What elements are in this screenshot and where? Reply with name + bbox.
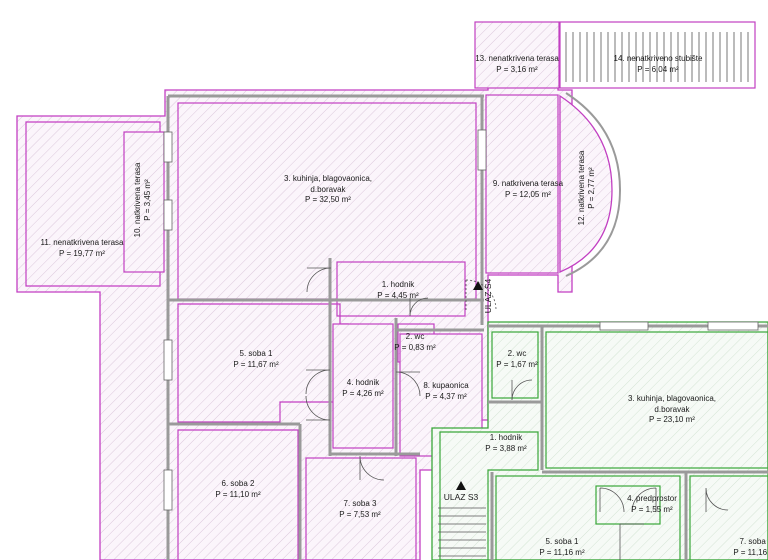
area-room-5: P = 11,67 m² — [233, 360, 279, 369]
stair-treads — [565, 32, 749, 82]
label-room-7: 7. soba 3 — [344, 499, 377, 508]
area-room-11: P = 19,77 m² — [59, 249, 105, 258]
room-9-outline — [485, 94, 559, 274]
room-b3-outline — [545, 331, 768, 469]
room-b2-outline — [491, 331, 539, 399]
area-room-3: P = 32,50 m² — [305, 195, 351, 204]
room-b1-outline — [439, 431, 539, 560]
doors-a — [305, 267, 497, 481]
room-4-outline — [332, 323, 394, 449]
windows-b — [599, 321, 759, 331]
room-b7-outline — [689, 475, 768, 560]
area-room-14: P = 6,04 m² — [637, 65, 679, 74]
area-room-7: P = 7,53 m² — [339, 510, 381, 519]
label-room-13: 13. nenatkrivena terasa — [475, 54, 559, 63]
area-room-12: P = 2,77 m² — [587, 167, 596, 209]
room-6-outline — [177, 429, 299, 560]
label-room-b3-line1: 3. kuhinja, blagovaonica, — [628, 394, 716, 403]
area-room-b3: P = 23,10 m² — [649, 415, 695, 424]
area-room-9: P = 12,05 m² — [505, 190, 551, 199]
entrance-label-s3: ULAZ S3 — [444, 492, 479, 502]
unit-b-plan — [431, 321, 768, 560]
area-room-4: P = 4,26 m² — [342, 389, 384, 398]
label-room-b5: 5. soba 1 — [546, 537, 579, 546]
label-room-b3-line2: d.boravak — [654, 405, 690, 414]
windows-a — [163, 129, 487, 511]
arc-wall — [565, 92, 622, 277]
entry-arrow-s3 — [456, 481, 466, 490]
label-room-b7: 7. soba 2 — [740, 537, 768, 546]
label-room-b4: 4. predprostor — [627, 494, 677, 503]
room-14-outline — [559, 21, 756, 89]
label-room-8: 8. kupaonica — [423, 381, 469, 390]
area-room-10: P = 3,45 m² — [143, 179, 152, 221]
label-room-b1: 1. hodnik — [490, 433, 523, 442]
area-room-1: P = 4,45 m² — [377, 291, 419, 300]
area-room-b5: P = 11,16 m² — [539, 548, 585, 557]
walls-b — [488, 324, 768, 560]
label-room-3-line1: 3. kuhinja, blagovaonica, — [284, 174, 372, 183]
doors-b — [511, 379, 729, 560]
area-room-b7: P = 11,16 m² — [733, 548, 768, 557]
entry-stair-b — [438, 507, 486, 557]
room-b5-outline — [495, 475, 681, 560]
area-room-8: P = 4,37 m² — [425, 392, 467, 401]
label-room-1: 1. hodnik — [382, 280, 415, 289]
room-10-outline — [123, 131, 165, 273]
label-room-9: 9. natkrivena terasa — [493, 179, 564, 188]
room-11-outline — [25, 121, 161, 287]
area-room-b2: P = 1,67 m² — [496, 360, 538, 369]
area-room-b4: P = 1,55 m² — [631, 505, 673, 514]
area-room-b1: P = 3,88 m² — [485, 444, 527, 453]
area-room-2: P = 0,83 m² — [394, 343, 436, 352]
label-room-5: 5. soba 1 — [240, 349, 273, 358]
label-room-3-line2: d.boravak — [310, 185, 346, 194]
label-room-2: 2. wc — [406, 332, 425, 341]
room-12-outline — [559, 94, 613, 273]
label-room-4: 4. hodnik — [347, 378, 380, 387]
entrance-label-s4: ULAZ S4 — [483, 278, 493, 313]
label-room-14: 14. nenatkriveno stubište — [614, 54, 703, 63]
label-room-10: 10. natkrivena terasa — [133, 162, 142, 237]
unit-b-outline — [431, 321, 768, 560]
area-room-13: P = 3,16 m² — [496, 65, 538, 74]
room-1-outline — [336, 261, 466, 317]
label-room-11: 11. nenatkrivena terasa — [40, 238, 124, 247]
unit-a-plan — [16, 21, 756, 560]
room-13-outline — [474, 21, 560, 89]
room-7-outline — [305, 457, 417, 560]
label-room-6: 6. soba 2 — [222, 479, 255, 488]
area-room-6: P = 11,10 m² — [215, 490, 261, 499]
entry-arrow-s4 — [473, 281, 483, 290]
label-room-12: 12. natkrivena terasa — [577, 150, 586, 225]
label-room-b2: 2. wc — [508, 349, 527, 358]
